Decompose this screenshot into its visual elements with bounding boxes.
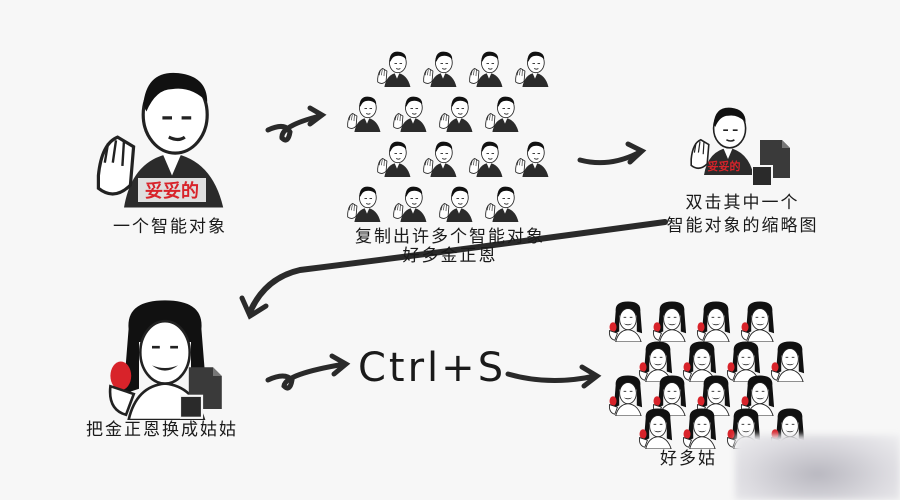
copy-figure <box>485 186 519 222</box>
copy-figure <box>347 186 381 222</box>
svg-text:妥妥的: 妥妥的 <box>708 159 741 173</box>
copy-figure <box>439 96 473 132</box>
arrow-head-icon <box>625 141 647 165</box>
arrow-icon <box>265 113 323 143</box>
copy-figure <box>347 96 381 132</box>
arrow-icon <box>265 361 348 391</box>
result-figure <box>638 408 673 449</box>
result-figure <box>770 341 805 382</box>
arrow-head-icon <box>307 105 327 127</box>
copy-figure <box>439 186 473 222</box>
flow-arrows <box>239 105 668 391</box>
single-smart-object-image: 妥妥的 <box>96 71 225 210</box>
copy-figure <box>515 141 549 177</box>
result-figure <box>740 301 775 342</box>
arrow-head-icon <box>239 295 269 320</box>
arrow-icon <box>247 219 668 315</box>
arrow-icon <box>505 371 598 383</box>
shortcut-label: Ctrl+S <box>358 345 507 391</box>
copy-figure <box>469 141 503 177</box>
copy-figure <box>485 96 519 132</box>
copy-figure <box>393 186 427 222</box>
copy-figure <box>515 51 549 87</box>
result-figure <box>608 375 643 416</box>
smart-object-thumbnail-icon <box>752 139 791 187</box>
caption-double-click-line1: 双击其中一个 <box>685 193 800 213</box>
copy-figure <box>393 96 427 132</box>
copy-figure <box>423 51 457 87</box>
blurred-overlay <box>735 435 900 500</box>
copy-figure <box>377 141 411 177</box>
result-figure <box>652 301 687 342</box>
svg-text:妥妥的: 妥妥的 <box>145 180 199 202</box>
caption-single-object: 一个智能对象 <box>113 217 227 237</box>
copy-figure <box>377 51 411 87</box>
arrow-head-icon <box>329 353 351 377</box>
result-figure <box>608 301 643 342</box>
thumbnail-object-image[interactable]: 妥妥的 <box>690 106 791 187</box>
replacement-image <box>108 299 223 420</box>
caption-result: 好多姑 <box>660 449 717 469</box>
caption-copies-line2: 好多金正恩 <box>402 246 498 266</box>
caption-copies-line1: 复制出许多个智能对象 <box>355 227 545 247</box>
result-figure <box>682 408 717 449</box>
arrow-head-icon <box>579 364 602 389</box>
caption-double-click-line2: 智能对象的缩略图 <box>666 216 819 236</box>
result-objects-grid <box>608 301 805 449</box>
copied-objects-grid <box>347 51 549 222</box>
copy-figure <box>469 51 503 87</box>
copy-figure <box>423 141 457 177</box>
result-figure <box>696 301 731 342</box>
caption-replace: 把金正恩换成姑姑 <box>86 420 238 440</box>
